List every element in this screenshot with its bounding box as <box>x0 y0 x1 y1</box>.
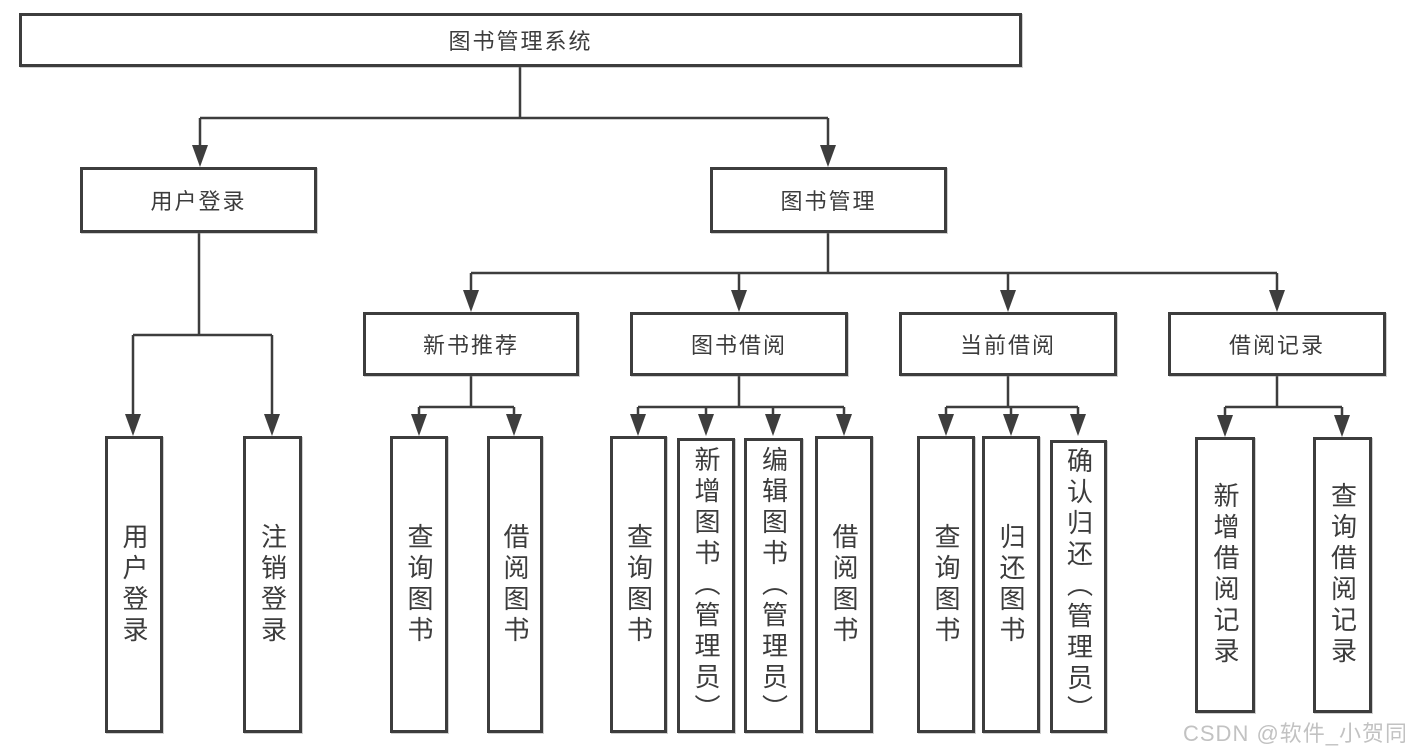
node-label: 新书推荐 <box>422 333 519 358</box>
leaf-query-books-recommend: 查询图书 <box>390 436 448 733</box>
node-label: 归还图书 <box>996 522 1026 647</box>
node-label: 当前借阅 <box>959 333 1056 358</box>
leaf-return-books: 归还图书 <box>982 436 1040 733</box>
leaf-query-books-borrowing: 查询图书 <box>610 436 667 733</box>
node-label: 注销登录 <box>257 522 288 647</box>
node-borrow-records: 借阅记录 <box>1168 312 1386 376</box>
leaf-confirm-return-admin: 确认归还（管理员） <box>1050 440 1107 733</box>
node-book-borrowing: 图书借阅 <box>630 312 848 376</box>
node-label: 图书管理 <box>780 189 877 214</box>
leaf-user-login: 用户登录 <box>105 436 163 733</box>
node-label: 确认归还（管理员） <box>1063 447 1094 726</box>
leaf-add-book-admin: 新增图书（管理员） <box>677 438 735 733</box>
node-new-book-recommend: 新书推荐 <box>363 312 579 376</box>
node-label: 图书管理系统 <box>448 29 593 54</box>
node-label: 借阅记录 <box>1228 333 1325 358</box>
node-root-system: 图书管理系统 <box>19 13 1022 67</box>
node-user-login-branch: 用户登录 <box>80 167 317 233</box>
node-label: 借阅图书 <box>829 522 859 647</box>
leaf-query-borrow-record: 查询借阅记录 <box>1313 437 1372 713</box>
node-book-management: 图书管理 <box>710 167 947 233</box>
leaf-add-borrow-record: 新增借阅记录 <box>1195 437 1255 713</box>
node-current-borrowing: 当前借阅 <box>899 312 1117 376</box>
node-label: 用户登录 <box>150 189 247 214</box>
node-label: 编辑图书（管理员） <box>758 446 789 725</box>
leaf-edit-book-admin: 编辑图书（管理员） <box>744 438 803 733</box>
node-label: 查询图书 <box>623 522 654 647</box>
leaf-borrow-books-borrowing: 借阅图书 <box>815 436 873 733</box>
node-label: 用户登录 <box>119 522 149 647</box>
watermark: CSDN @软件_小贺同学 <box>1183 721 1405 746</box>
node-label: 新增借阅记录 <box>1210 482 1240 668</box>
node-label: 查询借阅记录 <box>1327 482 1358 668</box>
node-label: 借阅图书 <box>500 522 530 647</box>
leaf-query-books-current: 查询图书 <box>917 436 975 733</box>
leaf-logout: 注销登录 <box>243 436 302 733</box>
node-label: 图书借阅 <box>690 333 787 358</box>
node-label: 查询图书 <box>404 522 434 647</box>
node-label: 新增图书（管理员） <box>691 446 721 725</box>
node-label: 查询图书 <box>931 522 961 647</box>
leaf-borrow-books-recommend: 借阅图书 <box>487 436 543 733</box>
